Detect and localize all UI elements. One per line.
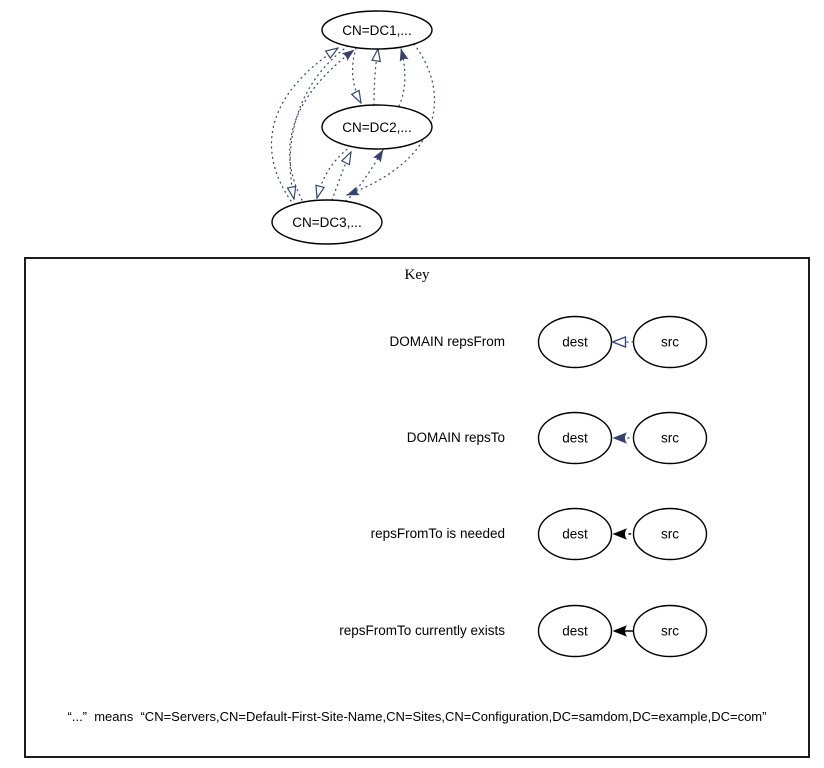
dest-ellipse bbox=[537, 507, 613, 561]
graph-node-dc2: CN=DC2,... bbox=[321, 104, 433, 150]
dc1-label: CN=DC1,... bbox=[342, 23, 411, 38]
edge-dc3-dc2-repsto bbox=[345, 149, 384, 202]
filled-black-arrow-icon bbox=[612, 625, 627, 637]
edge-dc1-dc3-repsfrom bbox=[290, 45, 349, 199]
open-arrow-icon bbox=[610, 336, 627, 348]
legend-row-repsto: DOMAIN repsTo dest src bbox=[26, 410, 808, 466]
edge-dc3-dc2-repsfrom bbox=[331, 152, 351, 201]
dest-ellipse bbox=[537, 604, 613, 658]
dest-label: dest bbox=[562, 431, 588, 446]
src-label: src bbox=[661, 431, 679, 446]
abbreviation-footnote: “...” means “CN=Servers,CN=Default-First… bbox=[67, 709, 767, 724]
edge-dc2-dc1-repsfrom bbox=[374, 49, 378, 106]
edge-dc3-dc1-repsto bbox=[289, 49, 355, 201]
legend-graphic-repsfromto-exists: dest src bbox=[537, 604, 708, 658]
graph-node-dc1: CN=DC1,... bbox=[321, 10, 433, 50]
graph-edges bbox=[271, 43, 436, 202]
dc1-ellipse bbox=[321, 10, 433, 50]
src-label: src bbox=[661, 624, 679, 639]
src-ellipse bbox=[632, 507, 708, 561]
legend-graphic-repsfrom: dest src bbox=[537, 315, 708, 369]
legend-label: DOMAIN repsFrom bbox=[389, 334, 505, 349]
dc3-label: CN=DC3,... bbox=[292, 215, 361, 230]
src-label: src bbox=[661, 527, 679, 542]
legend-label: repsFromTo is needed bbox=[370, 526, 505, 541]
graph-node-dc3: CN=DC3,... bbox=[271, 199, 383, 245]
key-box: Key DOMAIN repsFrom dest src DOMAIN reps… bbox=[24, 257, 810, 758]
dest-label: dest bbox=[562, 335, 588, 350]
legend-row-repsfromto-needed: repsFromTo is needed dest src bbox=[26, 506, 808, 562]
edge-dc2-dc3-repsfrom bbox=[317, 145, 352, 198]
filled-navy-arrow-icon bbox=[612, 432, 627, 444]
legend-label: DOMAIN repsTo bbox=[406, 430, 505, 445]
legend-label: repsFromTo currently exists bbox=[339, 623, 505, 638]
dest-label: dest bbox=[562, 527, 588, 542]
key-title: Key bbox=[404, 267, 430, 283]
dest-ellipse bbox=[537, 411, 613, 465]
edge-dc3-dc1-repsfrom bbox=[271, 48, 338, 202]
legend-graphic-repsto: dest src bbox=[537, 411, 708, 465]
legend-graphic-repsfromto-needed: dest src bbox=[537, 507, 708, 561]
dc3-ellipse bbox=[271, 199, 383, 245]
dc2-ellipse bbox=[321, 104, 433, 150]
replication-graph: CN=DC1,... CN=DC2,... CN=DC3,... bbox=[271, 10, 436, 245]
edge-dc2-dc1-repsto bbox=[398, 48, 409, 107]
edge-dc1-dc2-repsfrom bbox=[353, 47, 361, 103]
filled-black-arrow-icon bbox=[612, 528, 627, 540]
legend-row-repsfrom: DOMAIN repsFrom dest src bbox=[26, 314, 808, 370]
dc2-label: CN=DC2,... bbox=[342, 120, 411, 135]
dest-label: dest bbox=[562, 624, 588, 639]
src-label: src bbox=[661, 335, 679, 350]
legend-row-repsfromto-exists: repsFromTo currently exists dest src bbox=[26, 603, 808, 659]
